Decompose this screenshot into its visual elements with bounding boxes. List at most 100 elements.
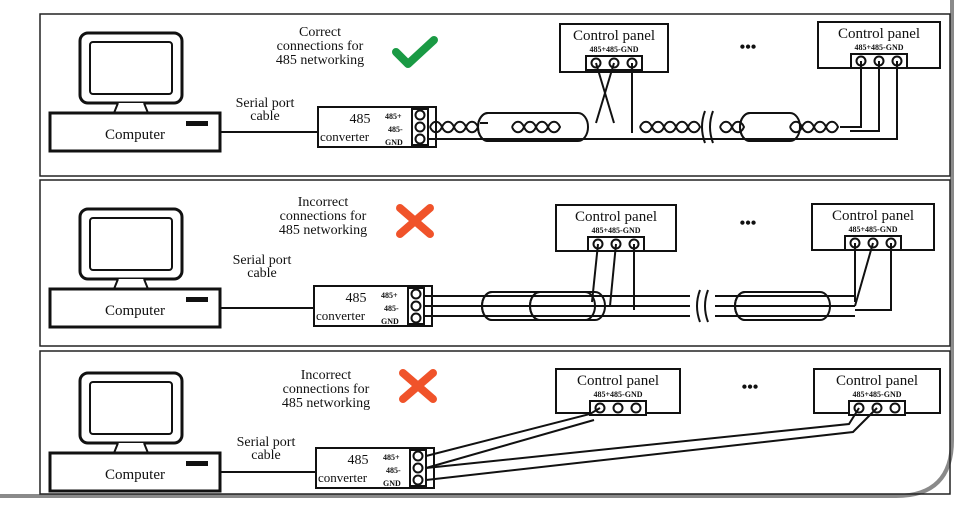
pin-label-minus: 485- — [384, 304, 399, 313]
converter-label-485: 485 — [348, 453, 369, 468]
cross-icon — [399, 369, 437, 403]
control-panel-title: Control panel — [575, 209, 657, 225]
terminal-screw — [410, 312, 422, 324]
ellipsis: ••• — [740, 39, 757, 56]
terminal-screw — [412, 462, 424, 474]
drop-wire — [840, 61, 862, 128]
control-panel-title: Control panel — [577, 373, 659, 389]
computer-case — [48, 451, 222, 493]
status-line-3: 485 networking — [279, 223, 367, 238]
converter-label-485: 485 — [346, 291, 367, 306]
terminal-screw — [414, 133, 426, 145]
serial-cable-label-2: cable — [250, 109, 280, 124]
cable-shield-edge — [477, 112, 489, 142]
serial-cable-label: Serial port — [236, 96, 295, 111]
cable-break — [696, 289, 709, 323]
terminal-screw — [410, 300, 422, 312]
cable-break — [701, 110, 714, 144]
pin-label-plus: 485+ — [381, 291, 398, 300]
twisted-pair — [429, 120, 480, 134]
control-panel-title: Control panel — [836, 373, 918, 389]
twisted-pair — [789, 120, 840, 134]
star-wire — [425, 407, 601, 457]
terminal-screw — [412, 474, 424, 486]
drop-wire — [609, 243, 617, 307]
converter-label: converter — [320, 129, 370, 144]
status-line-2: connections for — [280, 209, 367, 224]
status-line-1: Incorrect — [298, 195, 349, 210]
control-panel-pins: 485+485-GND — [592, 226, 641, 235]
control-panel-pins: 485+485-GND — [853, 390, 902, 399]
star-wire — [425, 419, 595, 469]
star-wire — [425, 407, 878, 481]
status-line-2: connections for — [283, 382, 370, 397]
panel-border-3 — [39, 350, 951, 495]
control-panel-pins: 485+485-GND — [855, 43, 904, 52]
cross-icon — [396, 204, 434, 238]
control-panel-title: Control panel — [832, 208, 914, 224]
computer-case — [48, 111, 222, 153]
drop-wire — [591, 243, 599, 303]
drive-slot — [186, 121, 208, 126]
computer-label: Computer — [105, 467, 165, 483]
control-panel-pins: 485+485-GND — [594, 390, 643, 399]
pin-label-plus: 485+ — [385, 112, 402, 121]
pin-label-plus: 485+ — [383, 453, 400, 462]
drop-wire — [850, 61, 880, 132]
cable-shield-edge — [481, 291, 493, 321]
drop-wire — [428, 61, 898, 140]
serial-cable-label-2: cable — [247, 266, 277, 281]
control-panel-title: Control panel — [573, 28, 655, 44]
twisted-pair — [511, 120, 562, 134]
cross-icon-stroke — [396, 204, 434, 238]
status-line-3: 485 networking — [282, 396, 370, 411]
serial-cable-label: Serial port — [237, 435, 296, 450]
outer-frame — [0, 0, 954, 498]
status-line-3: 485 networking — [276, 53, 364, 68]
terminal-screw — [414, 121, 426, 133]
converter-label: converter — [316, 308, 366, 323]
pin-label-gnd: GND — [385, 138, 403, 147]
drive-slot — [186, 297, 208, 302]
computer-label: Computer — [105, 303, 165, 319]
drive-slot — [186, 461, 208, 466]
cross-icon-stroke — [399, 369, 437, 403]
panel-border-1 — [39, 13, 951, 177]
drop-wire — [855, 243, 892, 311]
terminal-screw — [410, 288, 422, 300]
star-wire — [425, 407, 860, 469]
check-icon — [392, 36, 438, 68]
drop-wire — [854, 242, 874, 307]
control-panel-pins: 485+485-GND — [849, 225, 898, 234]
status-line-1: Incorrect — [301, 368, 352, 383]
pin-label-minus: 485- — [388, 125, 403, 134]
twisted-pair — [719, 120, 746, 134]
status-line-1: Correct — [299, 25, 341, 40]
cable-shield — [477, 112, 589, 142]
pin-label-gnd: GND — [383, 479, 401, 488]
control-panel-pins: 485+485-GND — [590, 45, 639, 54]
converter-label: converter — [318, 470, 368, 485]
monitor-screen — [89, 41, 173, 95]
terminal-screw — [412, 450, 424, 462]
pin-label-gnd: GND — [381, 317, 399, 326]
terminal-screw — [889, 402, 901, 414]
serial-cable-label-2: cable — [251, 448, 281, 463]
status-line-2: connections for — [277, 39, 364, 54]
ellipsis: ••• — [740, 215, 757, 232]
monitor-screen — [89, 217, 173, 271]
panel-border-2 — [39, 179, 951, 347]
pin-label-minus: 485- — [386, 466, 401, 475]
converter-label-485: 485 — [350, 112, 371, 127]
twisted-pair — [639, 120, 702, 134]
control-panel-box — [813, 368, 941, 414]
serial-cable-label: Serial port — [233, 253, 292, 268]
